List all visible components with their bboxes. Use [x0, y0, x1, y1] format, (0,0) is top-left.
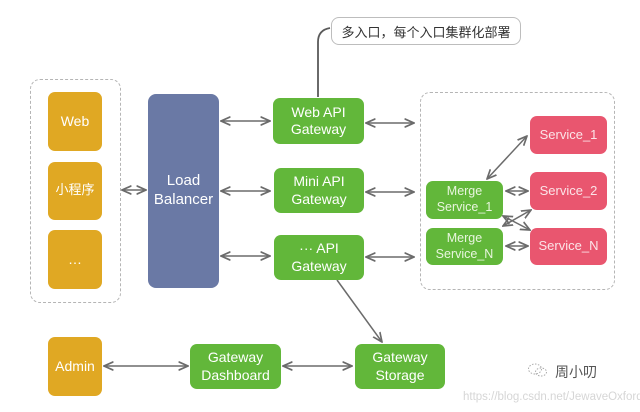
- more-api-gateway[interactable]: ··· API Gateway: [274, 235, 364, 280]
- admin[interactable]: Admin: [48, 337, 102, 396]
- client-more[interactable]: …: [48, 230, 102, 289]
- client-group: [30, 79, 121, 303]
- load-balancer-line1: Load: [166, 172, 201, 190]
- service-1-label: Service_1: [539, 126, 598, 142]
- callout-text: 多入口，每个入口集群化部署: [341, 25, 511, 41]
- gateway-dashboard-line1: Gateway: [207, 349, 264, 365]
- mini-api-gateway-line2: Gateway: [291, 190, 347, 207]
- web-api-gateway-line2: Gateway: [290, 121, 347, 137]
- client-web[interactable]: Web: [48, 92, 102, 151]
- gateway-storage-line2: Storage: [375, 366, 425, 383]
- merge-service-1[interactable]: Merge Service_1: [426, 181, 503, 219]
- client-web-label: Web: [60, 112, 90, 129]
- merge-service-n-line1: Merge: [446, 230, 483, 245]
- mini-api-gateway-line1: Mini API: [293, 173, 345, 189]
- service-group: [420, 92, 615, 290]
- merge-service-n[interactable]: Merge Service_N: [426, 228, 503, 265]
- service-1[interactable]: Service_1: [530, 116, 607, 154]
- arrow-mergen-service2: [503, 210, 531, 226]
- arrow-gateway-storage: [336, 279, 382, 342]
- gateway-dashboard-line2: Dashboard: [201, 366, 270, 383]
- callout-leader-line: [317, 27, 331, 97]
- more-api-gateway-line1: ··· API: [299, 240, 339, 256]
- client-miniprogram-label: 小程序: [55, 182, 95, 198]
- mini-api-gateway[interactable]: Mini API Gateway: [274, 168, 364, 213]
- service-n-label: Service_N: [538, 238, 599, 254]
- web-api-gateway-line1: Web API: [291, 103, 346, 120]
- gateway-dashboard[interactable]: Gateway Dashboard: [190, 344, 281, 389]
- service-n[interactable]: Service_N: [530, 228, 607, 265]
- watermark-url: https://blog.csdn.net/JewaveOxford: [463, 391, 640, 403]
- callout-note: 多入口，每个入口集群化部署: [331, 17, 521, 45]
- more-api-gateway-line2: Gateway: [291, 257, 347, 274]
- wechat-icon: [528, 363, 547, 377]
- load-balancer-line2: Balancer: [153, 191, 214, 208]
- client-more-label: …: [68, 250, 82, 267]
- admin-label: Admin: [55, 357, 95, 374]
- merge-service-1-line2: Service_1: [436, 200, 493, 214]
- gateway-storage[interactable]: Gateway Storage: [355, 344, 445, 389]
- service-2-label: Service_2: [539, 182, 598, 198]
- web-api-gateway[interactable]: Web API Gateway: [273, 98, 364, 144]
- load-balancer[interactable]: Load Balancer: [148, 94, 219, 288]
- arrow-merge1-service1: [487, 136, 527, 179]
- gateway-storage-line1: Gateway: [372, 349, 428, 365]
- watermark-author: 周小叨: [555, 365, 597, 381]
- client-miniprogram[interactable]: 小程序: [48, 162, 102, 220]
- merge-service-1-line1: Merge: [446, 184, 483, 199]
- merge-service-n-line2: Service_N: [435, 246, 494, 261]
- service-2[interactable]: Service_2: [530, 172, 607, 210]
